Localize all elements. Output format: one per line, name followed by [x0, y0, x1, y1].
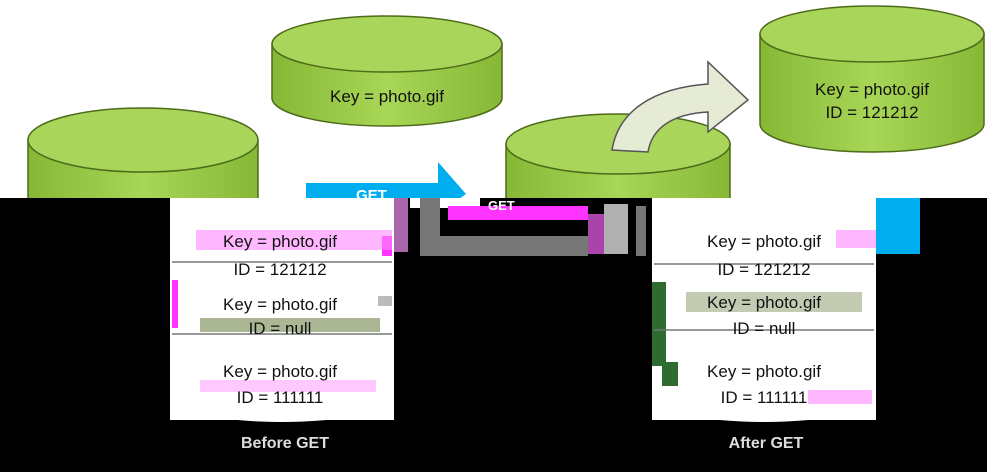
- after-record-2-id: ID = null: [733, 319, 796, 338]
- before-record-2-key: Key = photo.gif: [223, 295, 337, 314]
- after-record-1-id: ID = 121212: [717, 260, 810, 279]
- after-record-1: Key = photo.gif ID = 121212: [707, 232, 821, 279]
- returned-object-cylinder: Key = photo.gif ID = 121212: [759, 5, 985, 153]
- before-record-1-key: Key = photo.gif: [223, 232, 337, 251]
- before-record-2: Key = photo.gif ID = null: [200, 295, 380, 338]
- incoming-key-label: Key = photo.gif: [330, 87, 444, 106]
- after-record-3: Key = photo.gif ID = 111111: [707, 362, 821, 407]
- before-record-3-key: Key = photo.gif: [223, 362, 337, 381]
- before-record-3-id: ID = 111111: [237, 388, 324, 407]
- incoming-key-cylinder: Key = photo.gif: [271, 15, 503, 127]
- before-record-1: Key = photo.gif ID = 121212: [196, 230, 392, 279]
- before-record-1-id: ID = 121212: [233, 260, 326, 279]
- curved-return-arrow: [611, 60, 750, 153]
- after-record-3-key: Key = photo.gif: [707, 362, 821, 381]
- returned-object-id: ID = 121212: [825, 103, 918, 122]
- after-caption: After GET: [729, 435, 804, 452]
- returned-object-key: Key = photo.gif: [815, 80, 929, 99]
- get-arrow-label-duplicate: GET: [488, 198, 515, 213]
- before-record-2-id: ID = null: [249, 319, 312, 338]
- band-gap: [410, 198, 480, 208]
- after-record-3-id: ID = 111111: [721, 388, 808, 407]
- before-caption: Before GET: [241, 435, 329, 452]
- after-record-2: Key = photo.gif ID = null: [686, 292, 862, 338]
- after-record-2-key: Key = photo.gif: [707, 293, 821, 312]
- after-record-1-key: Key = photo.gif: [707, 232, 821, 251]
- before-record-3: Key = photo.gif ID = 111111: [200, 362, 376, 407]
